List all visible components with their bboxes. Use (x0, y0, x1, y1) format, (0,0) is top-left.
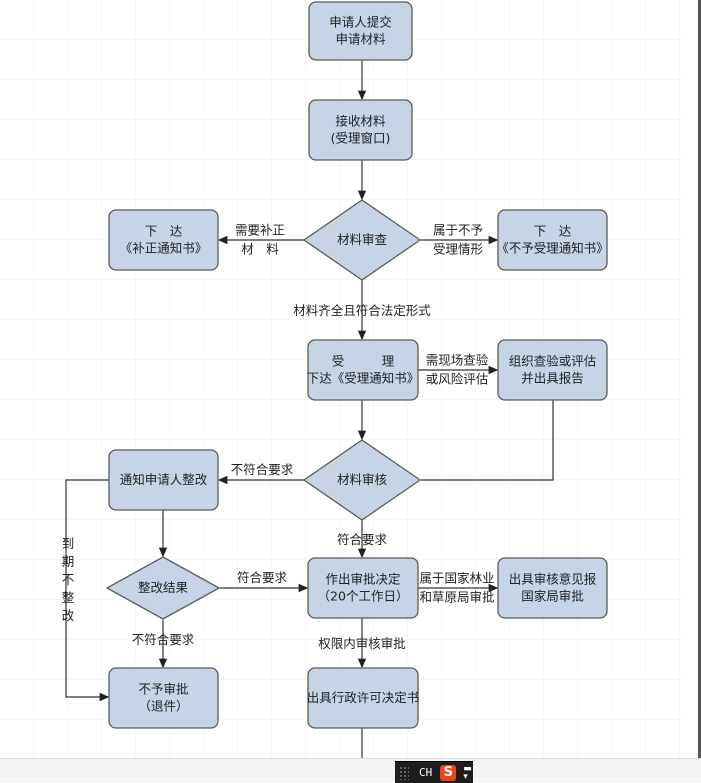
node-label: 受 理 (332, 354, 395, 369)
edge-label-expired: 不 (62, 572, 75, 587)
connector-arrow (421, 400, 554, 481)
node-label: 并出具报告 (521, 371, 584, 386)
node-label: （退件） (138, 699, 188, 714)
edge-label-expired: 期 (62, 554, 75, 569)
node-label: 《补正通知书》 (120, 241, 208, 256)
edge-label-national: 属于国家林业 (419, 571, 494, 586)
node-label: 出具审核意见报 (509, 572, 597, 587)
process-box[interactable] (307, 557, 419, 619)
drag-handle-icon[interactable] (399, 765, 409, 780)
process-box[interactable] (497, 557, 608, 619)
node-label: (受理窗口) (331, 131, 391, 146)
window-border (698, 0, 701, 758)
node-label: 通知申请人整改 (120, 472, 208, 487)
node-rectify_result[interactable]: 整改结果 (105, 556, 221, 620)
edge-label-not_meet: 不符合要求 (231, 462, 294, 477)
edge-label-need_correction: 需要补正 (235, 223, 285, 238)
edge-label-rectify_meet: 符合要求 (237, 570, 288, 585)
edge-label-expired: 改 (62, 608, 75, 623)
edges (65, 60, 554, 758)
edge-label-need_correction: 材 料 (241, 242, 279, 257)
decision-diamond[interactable] (302, 439, 422, 521)
process-box[interactable] (307, 339, 419, 401)
node-label: 出具行政许可决定书 (307, 690, 420, 705)
node-label: 作出审批决定 (325, 572, 400, 587)
edge-label-expired: 整 (62, 590, 75, 605)
edge-label-national: 和草原局审批 (419, 590, 494, 605)
node-label: 整改结果 (138, 580, 189, 595)
decision-diamond[interactable] (105, 556, 221, 620)
edge-label-need_inspection: 或风险评估 (426, 372, 489, 387)
process-box[interactable] (308, 1, 413, 61)
node-label: 材料审核 (337, 472, 388, 487)
node-review_materials[interactable]: 材料审查 (302, 199, 422, 281)
taskbar: CH S ▬▾ (0, 758, 701, 783)
node-issue_rejection[interactable]: 下 达《不予受理通知书》 (496, 209, 609, 271)
node-notify_rectify[interactable]: 通知申请人整改 (108, 449, 219, 511)
edge-label-not_accept: 属于不予 (433, 223, 483, 238)
node-label: 不予审批 (138, 682, 188, 697)
node-label: （20个工作日） (318, 589, 409, 604)
node-accept[interactable]: 受 理下达《受理通知书》 (307, 339, 420, 401)
node-label: 接收材料 (335, 114, 386, 129)
node-label: 《不予受理通知书》 (496, 241, 609, 256)
process-box[interactable] (307, 667, 419, 729)
ime-language[interactable]: CH (419, 766, 433, 779)
node-audit_materials[interactable]: 材料审核 (302, 439, 422, 521)
ime-menu-icon[interactable]: ▬▾ (463, 763, 472, 782)
edge-label-expired: 到 (62, 536, 75, 551)
process-box[interactable] (497, 339, 608, 401)
edge-label-within_authority: 权限内审核审批 (318, 636, 406, 651)
node-decide[interactable]: 作出审批决定 （20个工作日） (307, 557, 419, 619)
edge-label-need_inspection: 需现场查验 (426, 353, 489, 368)
node-label: 国家局审批 (521, 589, 584, 604)
sogou-logo-icon[interactable]: S (440, 764, 457, 781)
process-box[interactable] (308, 99, 413, 161)
edge-label-not_accept: 受理情形 (433, 242, 484, 257)
process-box[interactable] (497, 209, 608, 271)
edge-label-rectify_not_meet: 不符合要求 (132, 632, 195, 647)
connector-arrow (65, 479, 110, 702)
node-label: 材料审查 (337, 232, 388, 247)
node-issue_license[interactable]: 出具行政许可决定书 (307, 667, 420, 729)
process-box[interactable] (108, 209, 219, 271)
process-box[interactable] (108, 667, 219, 729)
node-issue_correction[interactable]: 下 达《补正通知书》 (108, 209, 219, 271)
node-receive[interactable]: 接收材料 (受理窗口) (308, 99, 413, 161)
decision-diamond[interactable] (302, 199, 422, 281)
process-box[interactable] (108, 449, 219, 511)
node-label: 下达《受理通知书》 (307, 371, 420, 386)
node-label: 申请材料 (335, 32, 386, 47)
node-label: 下 达 (145, 224, 183, 239)
node-label: 下 达 (534, 224, 572, 239)
ime-toolbar[interactable]: CH S ▬▾ (395, 761, 473, 783)
node-label: 申请人提交 (329, 15, 392, 30)
edge-label-meet: 符合要求 (337, 532, 388, 547)
node-no_approval[interactable]: 不予审批 （退件） (108, 667, 219, 729)
edge-label-complete: 材料齐全且符合法定形式 (293, 303, 431, 318)
node-label: 组织查验或评估 (509, 354, 597, 369)
